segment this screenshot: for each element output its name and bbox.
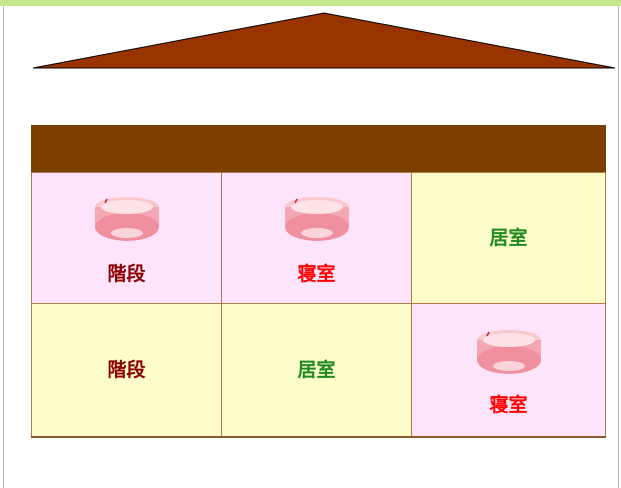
room-stairs-upper: 階段: [31, 172, 221, 303]
roof: [32, 12, 616, 69]
room-label: 寝室: [489, 393, 528, 416]
diagram-frame: [3, 6, 619, 488]
house-beam: [31, 125, 606, 172]
room-label: 階段: [107, 262, 146, 285]
top-bar: [0, 0, 621, 6]
room-bedroom-upper: 寝室: [221, 172, 411, 303]
smoke-detector-icon: [284, 196, 349, 241]
house: 階段 寝室 居室 階段 居室: [31, 125, 606, 439]
room-label: 階段: [107, 358, 146, 381]
smoke-detector-icon: [476, 329, 541, 374]
room-stairs-lower: 階段: [31, 303, 221, 436]
room-bedroom-lower: 寝室: [411, 303, 606, 436]
room-label: 居室: [489, 226, 528, 249]
room-living-lower: 居室: [221, 303, 411, 436]
room-label: 居室: [297, 358, 336, 381]
room-living-upper: 居室: [411, 172, 606, 303]
room-grid: 階段 寝室 居室 階段 居室: [31, 172, 606, 438]
room-label: 寝室: [297, 262, 336, 285]
smoke-detector-icon: [94, 196, 159, 241]
